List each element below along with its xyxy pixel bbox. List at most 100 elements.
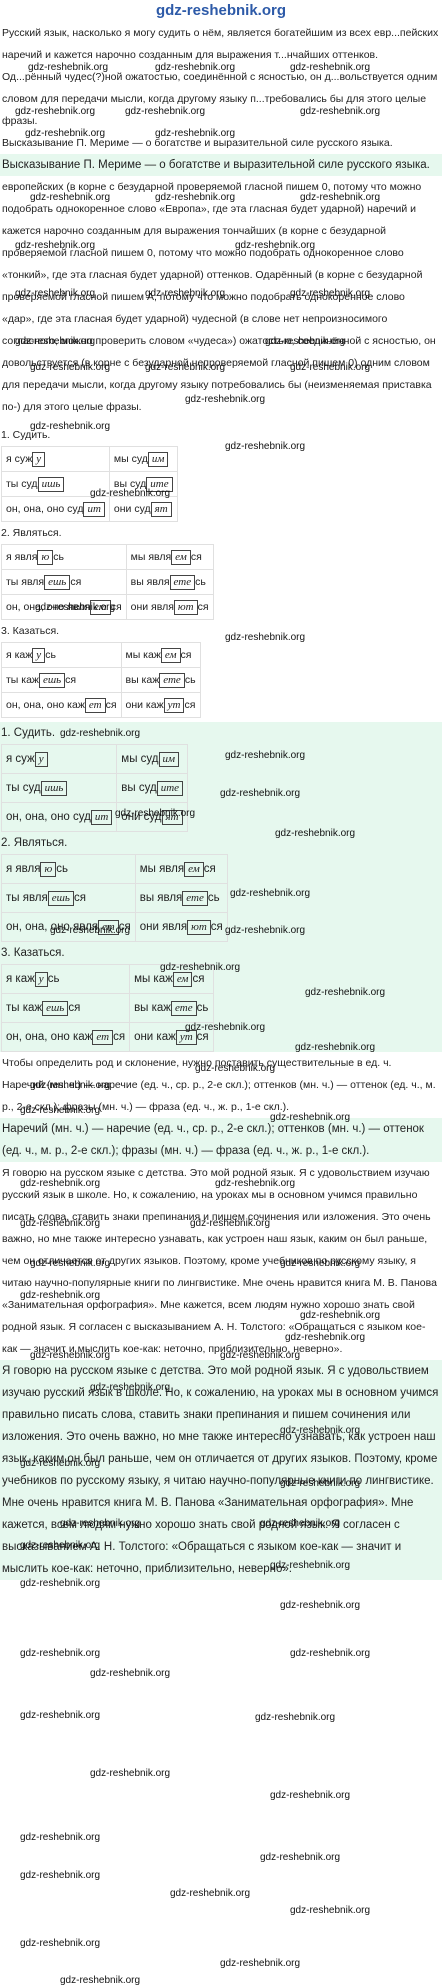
explanation: европейских (в корне с безударной провер… — [2, 181, 436, 413]
verb-ending: ешь — [38, 672, 66, 688]
verb-ending: им — [158, 751, 180, 767]
watermark: gdz-reshebnik.org — [60, 1975, 141, 1986]
verb-ending: ю — [40, 861, 57, 877]
watermark: gdz-reshebnik.org — [20, 1938, 101, 1949]
verb-ending: ут — [175, 1029, 197, 1045]
verb-ending: ешь — [47, 890, 74, 906]
verb-title: 3. Казаться. — [1, 625, 60, 637]
verb-title: 1. Судить. — [1, 429, 51, 441]
verb-ending: ешь — [42, 1000, 69, 1016]
verb-ending: ете — [182, 890, 208, 906]
site-title[interactable]: gdz-reshebnik.org — [155, 2, 286, 19]
verb-ending: ишь — [40, 780, 68, 796]
watermark: gdz-reshebnik.org — [20, 1648, 101, 1659]
watermark: gdz-reshebnik.org — [290, 1905, 371, 1916]
watermark: gdz-reshebnik.org — [170, 1888, 251, 1899]
noun-analysis: Наречий (мн. ч.) — наречие (ед. ч., ср. … — [2, 1079, 436, 1113]
watermark: gdz-reshebnik.org — [260, 1852, 341, 1863]
watermark: gdz-reshebnik.org — [280, 1600, 361, 1611]
verb-ending: у — [32, 647, 46, 663]
verb-ending: ете — [159, 672, 185, 688]
watermark: gdz-reshebnik.org — [270, 1790, 351, 1801]
watermark: gdz-reshebnik.org — [290, 1648, 371, 1659]
site-header: gdz-reshebnik.org — [0, 0, 442, 22]
attribution-highlight: Высказывание П. Мериме — о богатстве и в… — [0, 154, 442, 176]
verb-ending: ет — [98, 919, 119, 935]
verb-ending: у — [32, 451, 46, 467]
verb-ending: ем — [160, 647, 181, 663]
verb-ending: ет — [92, 1029, 114, 1045]
verb-ending: им — [147, 451, 169, 467]
watermark: gdz-reshebnik.org — [220, 1958, 301, 1969]
watermark: gdz-reshebnik.org — [90, 1668, 171, 1679]
watermark: gdz-reshebnik.org — [20, 1870, 101, 1881]
task-text: Русский язык, насколько я могу судить о … — [2, 27, 439, 127]
essay-highlight: Я говорю на русском языке с детства. Это… — [0, 1360, 442, 1580]
verb-ending: ю — [37, 549, 54, 565]
verb-ending: ите — [146, 476, 173, 492]
attribution: Высказывание П. Мериме — о богатстве и в… — [2, 137, 393, 149]
verb-ending: ит — [90, 809, 113, 825]
watermark: gdz-reshebnik.org — [90, 1768, 171, 1779]
verb-ending: ет — [84, 697, 106, 713]
essay: Я говорю на русском языке с детства. Это… — [2, 1167, 437, 1355]
verb-ending: ем — [171, 549, 191, 565]
verb-title: 2. Являться. — [1, 837, 68, 849]
verb-ending: ит — [83, 501, 105, 517]
verb-title: 2. Являться. — [1, 527, 62, 539]
verb-ending: ем — [184, 861, 204, 877]
watermark: gdz-reshebnik.org — [255, 1712, 336, 1723]
verb-title: 1. Судить. — [1, 727, 56, 739]
verb-ending: ют — [173, 599, 198, 615]
verb-ending: ут — [163, 697, 185, 713]
verb-ending: ят — [150, 501, 172, 517]
verb-ending: ете — [171, 1000, 197, 1016]
noun-analysis-highlight: Наречий (мн. ч.) — наречие (ед. ч., ср. … — [0, 1118, 442, 1162]
verb-ending: ешь — [44, 574, 71, 590]
verb-ending: ишь — [37, 476, 65, 492]
verb-ending: ют — [187, 919, 211, 935]
noun-task: Чтобы определить род и склонение, нужно … — [2, 1057, 392, 1069]
verb-title: 3. Казаться. — [1, 947, 65, 959]
